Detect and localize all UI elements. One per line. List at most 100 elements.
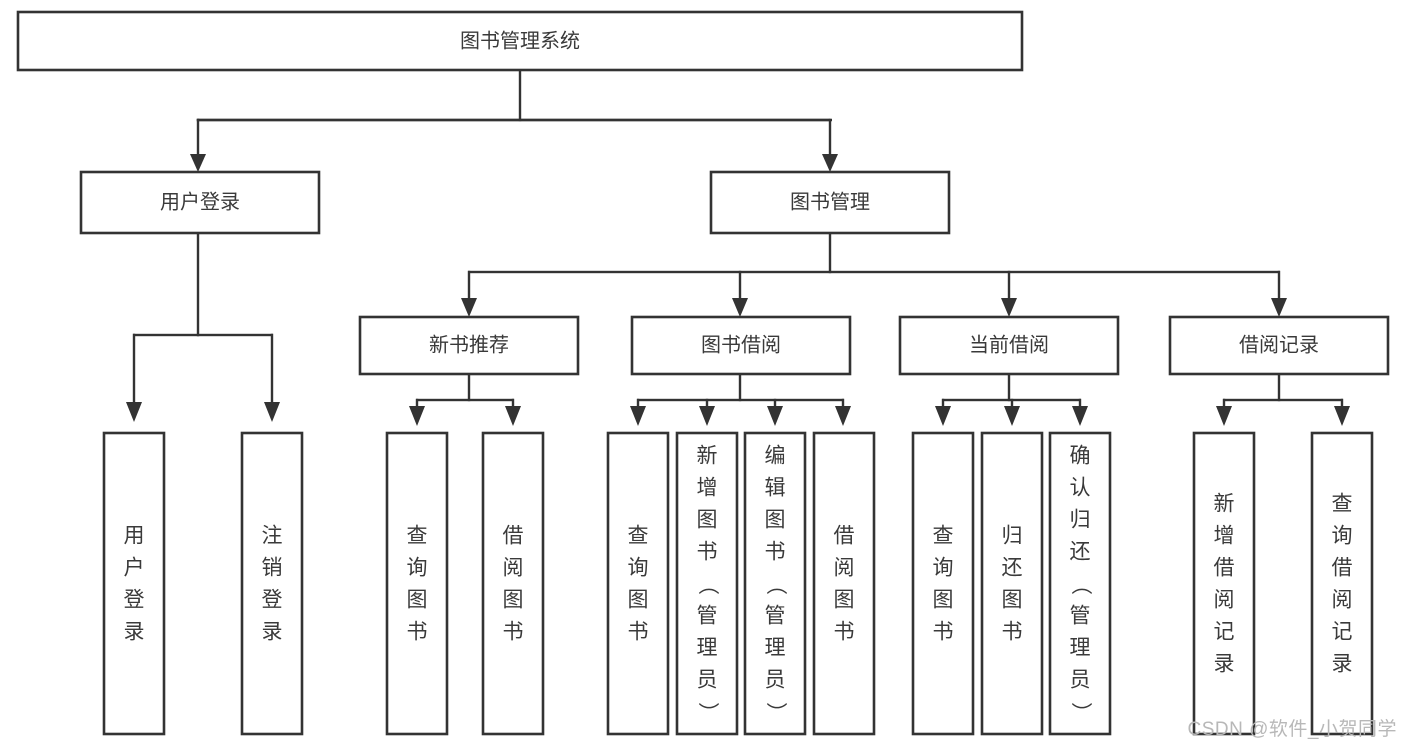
node-records-box[interactable]: [1168, 315, 1390, 376]
leaf-label-glyph: 图: [933, 589, 954, 612]
leaf-label-glyph: 录: [1214, 653, 1235, 676]
leaf-label-glyph: 增: [1214, 525, 1235, 548]
node-leaf-query-book-2-box[interactable]: [606, 431, 670, 736]
node-leaf-confirm-return[interactable]: [1048, 431, 1112, 736]
node-leaf-return-book-box[interactable]: [980, 431, 1044, 736]
node-leaf-query-book-3-box[interactable]: [911, 431, 975, 736]
arrow-login-child2: [264, 402, 280, 422]
node-login-label: 用户登录: [160, 190, 240, 213]
leaf-label-glyph: 书: [503, 621, 524, 644]
arrow-newbook-c2: [505, 406, 521, 426]
leaf-label-glyph: ）: [696, 702, 719, 723]
node-leaf-add-record[interactable]: [1192, 431, 1256, 736]
node-records-label: 借阅记录: [1239, 333, 1319, 356]
node-root-label: 图书管理系统: [460, 29, 580, 52]
leaf-label-glyph: 图: [628, 589, 649, 612]
node-leaf-query-book-1[interactable]: [385, 431, 449, 736]
node-leaf-edit-book-box[interactable]: [743, 431, 807, 736]
leaf-label-glyph: 书: [1002, 621, 1023, 644]
leaf-label-glyph: 员: [765, 669, 786, 692]
node-newbook[interactable]: 新书推荐: [358, 315, 580, 376]
leaf-label-glyph: 查: [407, 525, 428, 548]
leaf-label-glyph: 新: [1214, 493, 1235, 516]
leaf-nodes: [102, 431, 1374, 736]
node-root[interactable]: 图书管理系统: [16, 10, 1024, 72]
node-borrow-box[interactable]: [630, 315, 852, 376]
leaf-label-glyph: 员: [697, 669, 718, 692]
leaf-label-glyph: 查: [628, 525, 649, 548]
leaf-label-glyph: 还: [1002, 557, 1023, 580]
node-leaf-edit-book[interactable]: [743, 431, 807, 736]
connector-level2-bus: [468, 270, 1280, 274]
node-bookmgmt-label: 图书管理: [790, 190, 870, 213]
node-leaf-borrow-book-2-box[interactable]: [812, 431, 876, 736]
node-login-box[interactable]: [79, 170, 321, 235]
node-leaf-query-record-box[interactable]: [1310, 431, 1374, 736]
leaf-label-glyph: 书: [697, 541, 718, 564]
leaf-label-glyph: 新: [697, 445, 718, 468]
leaf-label-glyph: 归: [1070, 509, 1091, 532]
node-leaf-add-record-box[interactable]: [1192, 431, 1256, 736]
connector-records-bus: [1223, 398, 1343, 402]
arrow-to-login: [190, 154, 206, 172]
node-leaf-user-logout[interactable]: [240, 431, 304, 736]
node-leaf-query-book-1-box[interactable]: [385, 431, 449, 736]
leaf-label-glyph: 图: [407, 589, 428, 612]
node-records[interactable]: 借阅记录: [1168, 315, 1390, 376]
leaf-label-glyph: 户: [124, 557, 145, 580]
leaf-label-glyph: 用: [124, 525, 145, 548]
connector-mask-1: [832, 116, 1392, 124]
node-leaf-borrow-book-2[interactable]: [812, 431, 876, 736]
node-login[interactable]: 用户登录: [79, 170, 321, 235]
arrow-newbook-c1: [409, 406, 425, 426]
node-bookmgmt-box[interactable]: [709, 170, 951, 235]
node-leaf-add-book[interactable]: [675, 431, 739, 736]
node-newbook-box[interactable]: [358, 315, 580, 376]
leaf-label-glyph: 借: [1332, 557, 1353, 580]
arrow-current-c1: [935, 406, 951, 426]
leaf-label-glyph: 销: [262, 557, 283, 580]
leaf-label-glyph: 借: [1214, 557, 1235, 580]
connector-level1-bus-seg: [198, 118, 830, 122]
leaf-label-glyph: 借: [503, 525, 524, 548]
leaf-label-glyph: 借: [834, 525, 855, 548]
leaf-label-glyph: 询: [628, 557, 649, 580]
leaf-label-glyph: 管: [1070, 605, 1091, 628]
node-current-box[interactable]: [898, 315, 1120, 376]
leaf-label-glyph: 注: [262, 525, 283, 548]
leaf-label-glyph: （: [764, 574, 787, 595]
connector-layer: [126, 68, 1392, 426]
node-leaf-query-book-2[interactable]: [606, 431, 670, 736]
node-leaf-confirm-return-box[interactable]: [1048, 431, 1112, 736]
node-bookmgmt[interactable]: 图书管理: [709, 170, 951, 235]
node-leaf-borrow-book-1[interactable]: [481, 431, 545, 736]
connector-newbook-bus: [416, 398, 514, 402]
leaf-label-glyph: 图: [1002, 589, 1023, 612]
node-leaf-user-logout-box[interactable]: [240, 431, 304, 736]
node-leaf-user-login[interactable]: [102, 431, 166, 736]
leaf-label-glyph: 管: [765, 605, 786, 628]
node-leaf-borrow-book-1-box[interactable]: [481, 431, 545, 736]
leaf-label-glyph: 书: [628, 621, 649, 644]
arrow-borrow-c2: [699, 406, 715, 426]
node-current[interactable]: 当前借阅: [898, 315, 1120, 376]
node-leaf-query-book-3[interactable]: [911, 431, 975, 736]
arrow-login-child1: [126, 402, 142, 422]
leaf-label-glyph: 辑: [765, 477, 786, 500]
leaf-label-glyph: 图: [834, 589, 855, 612]
arrow-to-records: [1271, 298, 1287, 317]
node-leaf-user-login-box[interactable]: [102, 431, 166, 736]
arrow-to-current: [1001, 298, 1017, 317]
node-leaf-query-record[interactable]: [1310, 431, 1374, 736]
node-root-box[interactable]: [16, 10, 1024, 72]
node-borrow[interactable]: 图书借阅: [630, 315, 852, 376]
node-leaf-return-book[interactable]: [980, 431, 1044, 736]
leaf-label-glyph: 归: [1002, 525, 1023, 548]
leaf-label-glyph: 编: [765, 445, 786, 468]
arrow-records-c2: [1334, 406, 1350, 426]
node-leaf-add-book-box[interactable]: [675, 431, 739, 736]
leaf-label-glyph: 书: [407, 621, 428, 644]
